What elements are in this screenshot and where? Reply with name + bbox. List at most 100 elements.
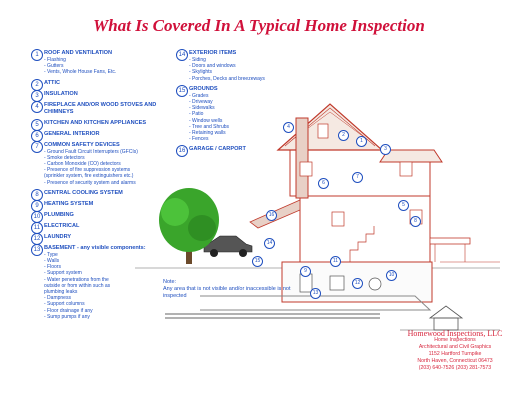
item-label: GARAGE / CARPORT: [189, 146, 246, 153]
item-subpoint: - Floor drainage if any: [44, 307, 93, 314]
diagram-callout: 16: [266, 210, 277, 221]
item-subpoint: - Porches, Decks and breezeways: [189, 75, 265, 82]
diagram-callout: 6: [318, 178, 329, 189]
deck: [429, 237, 471, 245]
item-label: EXTERIOR ITEMS: [189, 50, 237, 56]
item-subpoint: (sprinkler system, fire extinguishers et…: [44, 173, 134, 180]
item-label: CENTRAL COOLING SYSTEM: [44, 189, 123, 196]
note: Note: Any area that is not visible and/o…: [163, 279, 293, 300]
item-subpoint: - Ground Fault Circuit Interrupters (GFC…: [44, 148, 138, 155]
item-label: GENERAL INTERIOR: [44, 130, 100, 137]
item-subpoint: - Retaining walls: [189, 130, 226, 137]
company-line: Architectural and Civil Graphics: [418, 344, 492, 350]
item-subpoint: - Driveway: [189, 99, 213, 106]
item-subpoint: - Floors: [44, 264, 61, 271]
item-number-badge: 16: [176, 145, 188, 158]
item-subpoint: - Carbon Monoxide (CO) detectors: [44, 161, 121, 168]
diagram-callout: 12: [352, 278, 363, 289]
item-number-badge: 11: [31, 221, 43, 234]
company-address: North Haven, Connecticut 06473: [417, 358, 493, 364]
car: [203, 235, 253, 257]
note-heading: Note:: [163, 279, 177, 285]
diagram-callout: 15: [252, 256, 263, 267]
diagram-callout: 13: [310, 288, 321, 299]
washer: [329, 275, 345, 291]
diagram-callout: 10: [386, 270, 397, 281]
item-subpoint: - Tree and Shrubs: [189, 123, 230, 130]
item-number-badge: 10: [31, 210, 43, 223]
diagram-callout: 14: [264, 238, 275, 249]
item-subpoint: - Doors and windows: [189, 63, 236, 70]
item-label: GROUNDS: [189, 85, 218, 92]
item-subpoint: - Sump pumps if any: [44, 313, 90, 320]
item-label: LAUNDRY: [44, 233, 72, 240]
item-number-badge: 15: [176, 84, 188, 97]
item-subpoint: plumbing leaks: [44, 289, 78, 296]
water-heater: [368, 277, 382, 291]
item-label: ELECTRICAL: [44, 222, 80, 229]
tree: [159, 188, 219, 264]
item-label: INSULATION: [44, 90, 78, 97]
attic-window: [317, 123, 329, 139]
diagram-callout: 9: [300, 266, 311, 277]
diagram-callout: 8: [410, 216, 421, 227]
diagram-callout: 11: [330, 256, 341, 267]
diagram-callout: 7: [352, 172, 363, 183]
item-subpoint: - Flashing: [44, 57, 66, 63]
note-text: Any area that is not visible and/or inac…: [163, 286, 291, 299]
item-subpoint: - Presence of security system and alarms: [44, 179, 136, 186]
item-number-badge: 13: [31, 243, 43, 256]
item-label: COMMON SAFETY DEVICES: [44, 141, 120, 148]
diagram-callout: 1: [356, 136, 367, 147]
item-label: HEATING SYSTEM: [44, 200, 94, 207]
item-label: ROOF AND VENTILATION: [44, 50, 113, 56]
company-phone: (203) 640-7526 (203) 281-7573: [418, 365, 492, 371]
company-name: Homewood Inspections, LLC: [407, 329, 503, 338]
item-subpoint: - Gutters: [44, 63, 64, 70]
item-subpoint: - Sidewalks: [189, 105, 215, 112]
company-info: Homewood Inspections, LLC Home Inspectio…: [400, 330, 510, 372]
diagram-callout: 5: [398, 200, 409, 211]
footing: [200, 295, 432, 311]
item-number-badge: 14: [176, 49, 188, 61]
diagram-callout: 3: [380, 144, 391, 155]
item-subpoint: - Smoke detectors: [44, 154, 85, 161]
item-subpoint: - Presence of fire suppression systems: [44, 167, 131, 174]
item-subpoint: - Grades: [189, 92, 209, 99]
item-number-badge: 4: [31, 100, 43, 113]
item-number-badge: 1: [31, 49, 43, 61]
item-subpoint: - Water penetrations from the: [44, 276, 109, 283]
item-label: ATTIC: [44, 79, 61, 86]
item-subpoint: - Fences: [189, 136, 209, 143]
page-title: What Is Covered In A Typical Home Inspec…: [93, 16, 425, 35]
item-label: KITCHEN AND KITCHEN APPLIANCES: [44, 119, 147, 126]
item-subpoint: outside or from within such as: [44, 282, 111, 289]
chimney: [295, 117, 309, 199]
first-floor: [299, 195, 431, 263]
item-subpoint: - Vents, Whole House Fans, Etc.: [44, 69, 117, 76]
item-subpoint: - Patio: [189, 111, 204, 118]
item-label: BASEMENT - any visible components:: [44, 244, 146, 251]
item-subpoint: - Support system: [44, 270, 82, 277]
diagram-callout: 4: [283, 122, 294, 133]
item-subpoint: - Window wells: [189, 117, 223, 124]
item-subpoint: - Support columns: [44, 301, 85, 308]
item-subpoint: - Skylights: [189, 69, 213, 76]
diagram-callout: 2: [338, 130, 349, 141]
item-subpoint: - Type: [44, 251, 58, 258]
item-subpoint: - Walls: [44, 258, 60, 265]
item-subpoint: - Siding: [189, 57, 206, 63]
company-address: 1152 Hartford Turnpike: [428, 351, 482, 357]
company-line: Home Inspections: [434, 337, 476, 343]
item-label: FIREPLACE AND/OR WOOD STOVES AND CHIMNEY…: [44, 101, 157, 115]
